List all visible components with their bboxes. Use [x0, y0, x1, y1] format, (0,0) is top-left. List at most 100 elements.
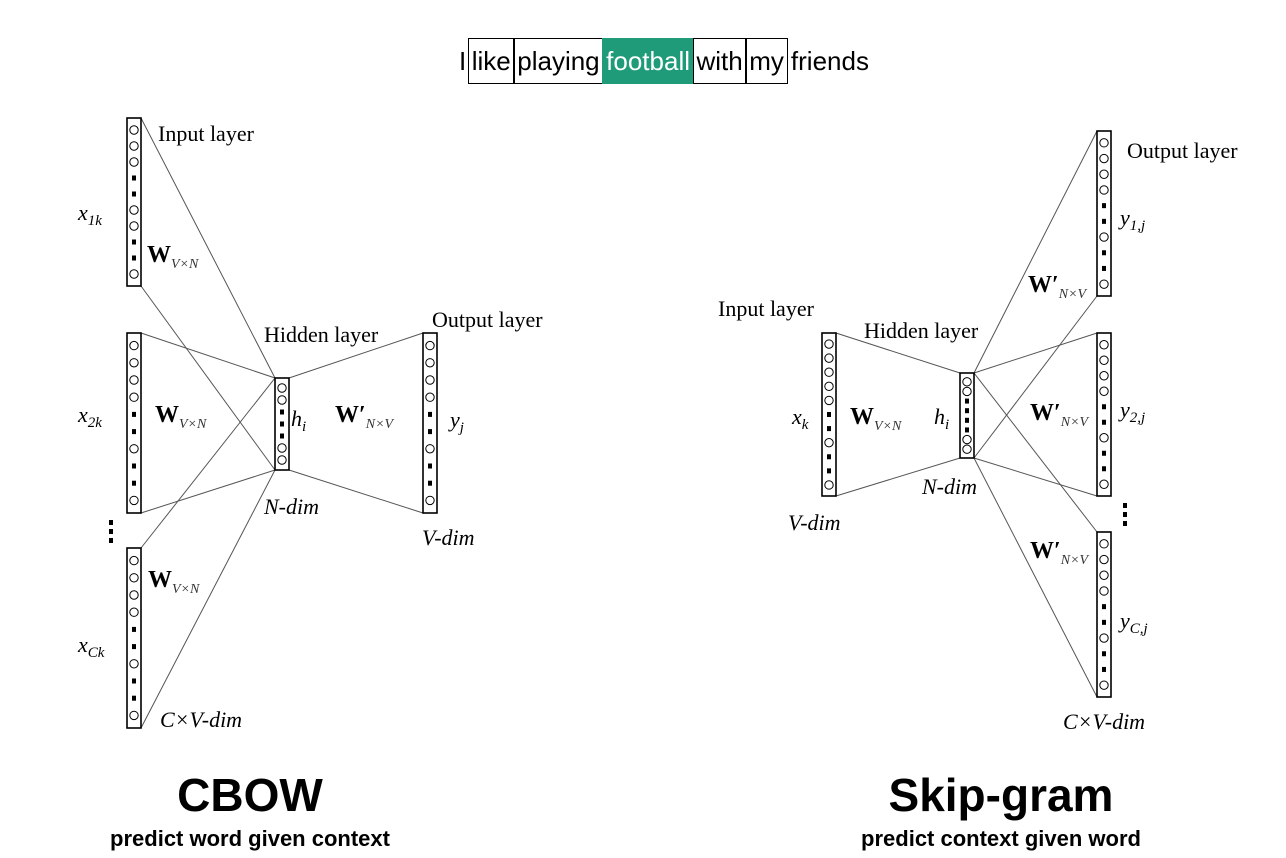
ellipsis-dot: [827, 454, 831, 460]
sg-hidden-vector: [959, 372, 975, 459]
weight-connection: [835, 332, 961, 374]
neuron-node: [425, 375, 435, 385]
ellipsis-dot: [965, 398, 969, 404]
neuron-node: [425, 340, 435, 351]
weight-connection: [140, 117, 276, 379]
cbow-w3-label: WV×N: [148, 567, 200, 597]
ellipsis-dot: [132, 695, 136, 701]
sg-v-dim-label: V-dim: [788, 510, 841, 535]
neuron-node: [824, 339, 834, 349]
cbow-xck-label: xCk: [77, 632, 105, 661]
cbow-connections: [140, 117, 424, 729]
sg-y2-label: y2,j: [1118, 397, 1145, 426]
ellipsis-dot: [132, 463, 136, 469]
sg-yc-label: yC,j: [1118, 608, 1148, 637]
cbow-n-dim-label: N-dim: [263, 494, 319, 519]
ellipsis-dot: [1102, 419, 1106, 425]
neuron-node: [129, 157, 139, 167]
neuron-node: [1099, 386, 1109, 396]
sg-output-vector-1: [1096, 130, 1112, 297]
word-my: my: [745, 38, 788, 84]
sg-output-layer-label: Output layer: [1127, 138, 1238, 163]
neuron-node: [1099, 586, 1109, 596]
weight-connection: [140, 377, 276, 549]
cbow-x2k-label: x2k: [77, 402, 102, 431]
neuron-node: [129, 555, 139, 566]
neuron-node: [962, 377, 972, 387]
ellipsis-dot: [428, 429, 432, 435]
neuron-node: [824, 437, 834, 448]
sg-input-layer-label: Input layer: [718, 296, 815, 321]
ellipsis-dot: [965, 427, 969, 433]
sg-output-vector-2: [1096, 332, 1112, 497]
word-with: with: [692, 38, 747, 84]
neuron-node: [129, 269, 139, 279]
neuron-node: [277, 383, 287, 393]
ellipsis-dot: [1102, 218, 1106, 224]
weight-connection: [140, 285, 276, 471]
neuron-node: [129, 205, 139, 215]
ellipsis-dot: [1102, 604, 1106, 610]
weight-connection: [288, 332, 424, 379]
ellipsis-dot: [132, 644, 136, 650]
ellipsis-dot: [1102, 651, 1106, 657]
cbow-w1-label: WV×N: [147, 242, 199, 272]
cbow-wprime-label: W′N×V: [335, 402, 395, 432]
sg-xk-label: xk: [791, 404, 809, 433]
cbow-input-vector-2: [126, 332, 142, 514]
neuron-node: [1099, 153, 1109, 164]
neuron-node: [824, 395, 834, 406]
neuron-node: [129, 125, 139, 135]
neuron-node: [1099, 169, 1109, 179]
ellipsis-dot: [1102, 450, 1106, 456]
cbow-input-layer-label: Input layer: [158, 121, 255, 146]
ellipsis-dot: [1102, 265, 1106, 271]
weight-connection: [973, 372, 1098, 533]
neuron-node: [1099, 185, 1109, 195]
neuron-node: [1099, 232, 1109, 242]
neuron-node: [962, 434, 972, 445]
ellipsis-dot: [132, 411, 136, 417]
cbow-group-ellipsis: [109, 520, 113, 543]
ellipsis-dot: [1102, 619, 1106, 625]
cbow-output-layer-label: Output layer: [432, 307, 543, 332]
cbow-title: CBOW: [177, 769, 323, 821]
ellipsis-dot: [132, 678, 136, 684]
neuron-node: [129, 659, 139, 669]
cbow-x1k-label: x1k: [77, 200, 102, 229]
cbow-v-dim-label: V-dim: [422, 525, 475, 550]
neuron-node: [824, 353, 834, 363]
ellipsis-dot: [1102, 466, 1106, 472]
neuron-node: [1099, 340, 1109, 350]
cbow-y-label: yj: [448, 407, 464, 436]
neuron-node: [1099, 433, 1109, 443]
ellipsis-dot: [1102, 404, 1106, 410]
cbow-output-vector: [422, 332, 438, 514]
neuron-node: [129, 375, 139, 385]
neuron-node: [425, 358, 435, 368]
skipgram-subtitle: predict context given word: [861, 826, 1141, 851]
weight-connection: [973, 295, 1098, 459]
neuron-node: [129, 444, 139, 454]
word-friends: friends: [790, 46, 869, 76]
sg-wprime2-label: W′N×V: [1030, 400, 1090, 430]
sg-h-label: hi: [934, 404, 949, 433]
neuron-node: [425, 495, 435, 506]
ellipsis-dot: [280, 421, 284, 427]
neuron-node: [1099, 570, 1109, 580]
weight-connection: [140, 469, 276, 729]
sg-cv-dim-label: C×V-dim: [1063, 709, 1145, 734]
weight-connection: [973, 457, 1098, 497]
ellipsis-dot: [132, 239, 136, 245]
cbow-input-vector-1: [126, 117, 142, 287]
neuron-node: [129, 710, 139, 721]
skipgram-vectors: [821, 130, 1112, 698]
sg-wprime3-label: W′N×V: [1030, 538, 1090, 568]
ellipsis-dot: [428, 480, 432, 486]
cbow-subtitle: predict word given context: [110, 826, 390, 851]
neuron-node: [962, 386, 972, 397]
neuron-node: [1099, 633, 1109, 643]
skipgram-connections: [835, 130, 1098, 698]
neuron-node: [1099, 680, 1109, 690]
ellipsis-dot: [132, 255, 136, 261]
